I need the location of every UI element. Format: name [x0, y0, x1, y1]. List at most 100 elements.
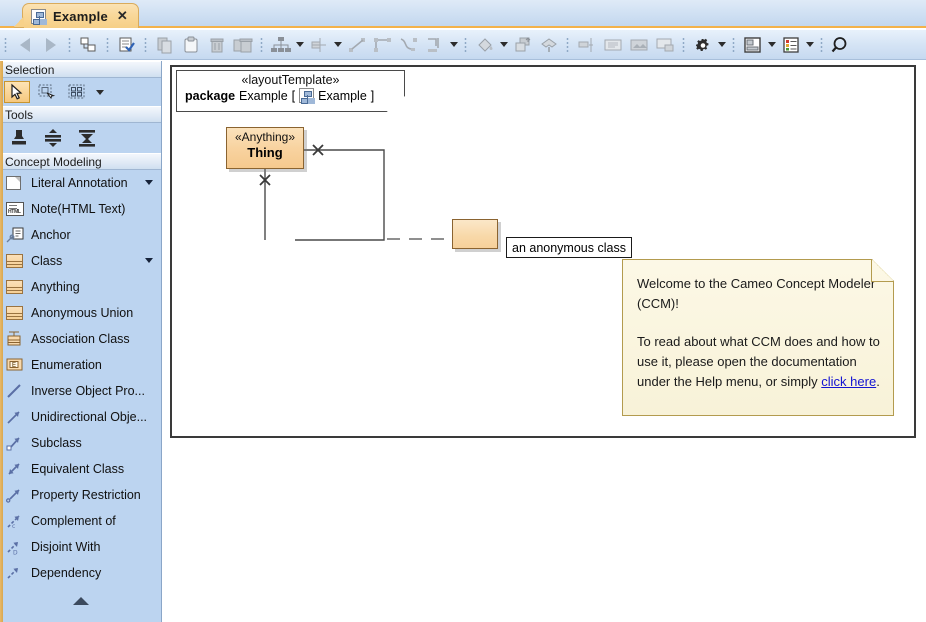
legend-caret-icon[interactable] — [804, 33, 816, 57]
show-notes-button[interactable] — [600, 33, 626, 57]
toolbar-grip[interactable] — [260, 37, 263, 53]
toolbar-group-clipboard — [140, 30, 256, 60]
bring-to-front-button[interactable] — [510, 33, 536, 57]
toolbar-grip[interactable] — [820, 37, 823, 53]
palette-panel: Selection Tools — [0, 61, 162, 622]
copy-button[interactable] — [152, 33, 178, 57]
diagram-icon — [299, 88, 314, 103]
fill-color-button[interactable] — [472, 33, 498, 57]
chevron-down-icon[interactable] — [145, 180, 153, 185]
toolbar-grip[interactable] — [68, 37, 71, 53]
selection-caret-icon[interactable] — [94, 81, 106, 103]
palette-item-complement-of[interactable]: c Complement of — [0, 508, 161, 534]
palette-item-label: Association Class — [31, 332, 130, 346]
palette-item-disjoint-with[interactable]: D Disjoint With — [0, 534, 161, 560]
cursor-icon — [10, 84, 24, 100]
fit-button[interactable] — [574, 33, 600, 57]
toolbar-group-navigation — [0, 30, 64, 60]
palette-item-inverse-object-property[interactable]: Inverse Object Pro... — [0, 378, 161, 404]
search-button[interactable] — [828, 33, 854, 57]
palette-item-dependency[interactable]: Dependency — [0, 560, 161, 586]
line-style-caret-icon[interactable] — [448, 33, 460, 57]
align-center-tool[interactable] — [72, 126, 102, 150]
toolbar-grip[interactable] — [682, 37, 685, 53]
hierarchic-layout-button[interactable] — [268, 33, 294, 57]
welcome-note[interactable]: Welcome to the Cameo Concept Modeler (CC… — [622, 259, 894, 416]
toolbar-grip[interactable] — [144, 37, 147, 53]
align-vertical-tool[interactable] — [38, 126, 68, 150]
line-style-bezier-button[interactable] — [396, 33, 422, 57]
palette-item-association-class[interactable]: Association Class — [0, 326, 161, 352]
collapse-palette-button[interactable] — [0, 594, 162, 608]
toolbar-grip[interactable] — [566, 37, 569, 53]
palette-section-concept-modeling: Concept Modeling — [0, 153, 161, 170]
palette-item-anchor[interactable]: Anchor — [0, 222, 161, 248]
legend-button[interactable] — [778, 33, 804, 57]
palette-item-property-restriction[interactable]: Property Restriction — [0, 482, 161, 508]
palette-item-literal-annotation[interactable]: Literal Annotation — [0, 170, 161, 196]
tab-example[interactable]: Example ✕ — [22, 3, 139, 28]
validate-button[interactable] — [114, 33, 140, 57]
palette-item-unidirectional-object-property[interactable]: Unidirectional Obje... — [0, 404, 161, 430]
format-painter-icon — [539, 36, 559, 54]
layout-panel-button[interactable] — [740, 33, 766, 57]
svg-text:c: c — [12, 523, 15, 530]
bezier-line-icon — [399, 36, 419, 54]
palette-item-label: Subclass — [31, 436, 82, 450]
arrow-right-icon — [46, 38, 56, 52]
align-caret-icon[interactable] — [332, 33, 344, 57]
stamp-tool[interactable] — [4, 126, 34, 150]
hierarchic-layout-caret-icon[interactable] — [294, 33, 306, 57]
svg-text:E: E — [12, 361, 16, 369]
palette-item-note-html-text[interactable]: HTML Note(HTML Text) — [0, 196, 161, 222]
fill-color-caret-icon[interactable] — [498, 33, 510, 57]
toolbar-grip[interactable] — [4, 37, 7, 53]
delete-button[interactable] — [204, 33, 230, 57]
toolbar-group-validate — [102, 30, 140, 60]
align-button[interactable] — [306, 33, 332, 57]
close-icon[interactable]: ✕ — [117, 8, 128, 24]
line-style-oblique-button[interactable] — [344, 33, 370, 57]
layout-panel-caret-icon[interactable] — [766, 33, 778, 57]
delete-all-button[interactable] — [230, 33, 256, 57]
back-button[interactable] — [12, 33, 38, 57]
palette-item-anything[interactable]: Anything — [0, 274, 161, 300]
package-frame[interactable]: «layoutTemplate» package Example [ Examp… — [176, 70, 405, 112]
paste-button[interactable] — [178, 33, 204, 57]
palette-item-enumeration[interactable]: E Enumeration — [0, 352, 161, 378]
settings-button[interactable] — [690, 33, 716, 57]
palette-item-equivalent-class[interactable]: Equivalent Class — [0, 456, 161, 482]
multi-select-tool[interactable] — [64, 81, 90, 103]
click-here-link[interactable]: click here — [821, 374, 876, 389]
marquee-select-tool[interactable] — [34, 81, 60, 103]
custom-line-icon — [425, 36, 445, 54]
palette-item-subclass[interactable]: Subclass — [0, 430, 161, 456]
toolbar-grip[interactable] — [732, 37, 735, 53]
settings-caret-icon[interactable] — [716, 33, 728, 57]
forward-button[interactable] — [38, 33, 64, 57]
frame-button[interactable] — [652, 33, 678, 57]
image-button[interactable] — [626, 33, 652, 57]
line-style-rectilinear-button[interactable] — [370, 33, 396, 57]
chevron-down-icon[interactable] — [145, 258, 153, 263]
anonymous-class-box[interactable] — [452, 219, 498, 249]
pointer-tool[interactable] — [4, 81, 30, 103]
anonymous-class-label[interactable]: an anonymous class — [506, 237, 632, 258]
format-painter-button[interactable] — [536, 33, 562, 57]
class-thing[interactable]: «Anything» Thing — [226, 127, 304, 169]
class-icon — [6, 305, 24, 321]
toolbar-group-structure — [64, 30, 102, 60]
palette-item-label: Complement of — [31, 514, 116, 528]
paint-bucket-icon — [475, 36, 495, 54]
palette-item-label: Disjoint With — [31, 540, 100, 554]
toolbar-grip[interactable] — [106, 37, 109, 53]
line-style-custom-button[interactable] — [422, 33, 448, 57]
palette-item-anonymous-union[interactable]: Anonymous Union — [0, 300, 161, 326]
toolbar-grip[interactable] — [464, 37, 467, 53]
palette-item-class[interactable]: Class — [0, 248, 161, 274]
diagram-canvas[interactable]: «layoutTemplate» package Example [ Examp… — [170, 65, 916, 438]
containment-tree-button[interactable] — [76, 33, 102, 57]
layers-icon — [513, 36, 533, 54]
tab-bar: Example ✕ — [0, 0, 926, 28]
subclass-arrow-icon — [6, 435, 24, 451]
